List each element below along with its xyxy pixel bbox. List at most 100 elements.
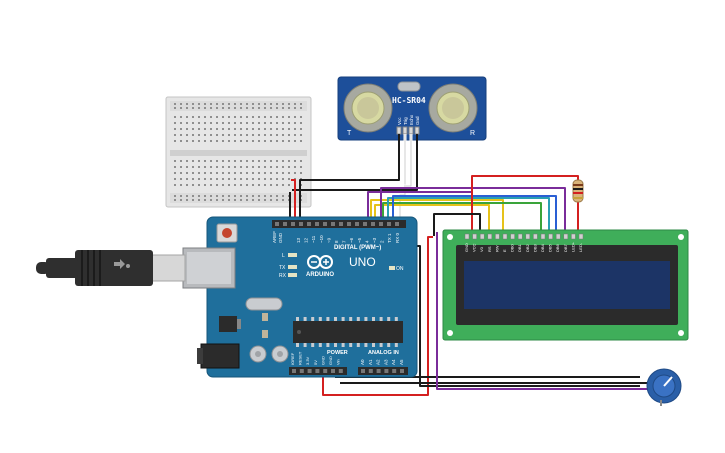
sensor-pin-label: Trig bbox=[403, 117, 408, 125]
digital-pin-socket[interactable] bbox=[307, 222, 311, 226]
lcd-pin-label: LED+ bbox=[570, 241, 575, 252]
power-pin-label: 3.3V bbox=[305, 356, 310, 365]
lcd-pin[interactable] bbox=[571, 233, 576, 240]
digital-pin-socket[interactable] bbox=[371, 222, 375, 226]
digital-pin-label: ~11 bbox=[311, 235, 316, 243]
wire-d5-orange bbox=[374, 204, 490, 236]
digital-pin-label: 13 bbox=[296, 237, 301, 243]
lcd-pin-label: DB7 bbox=[563, 243, 568, 252]
lcd-pin-label: GND bbox=[464, 243, 469, 252]
gnd-label: GND bbox=[278, 232, 283, 243]
lcd-pin[interactable] bbox=[479, 233, 485, 240]
microcontroller-chip bbox=[293, 321, 403, 343]
digital-pin-socket[interactable] bbox=[275, 222, 279, 226]
digital-pins[interactable] bbox=[275, 222, 399, 226]
lcd-pin-label: DB6 bbox=[555, 243, 560, 252]
digital-pin-socket[interactable] bbox=[291, 222, 295, 226]
digital-pin-socket[interactable] bbox=[299, 222, 303, 226]
wire-d11-yellow bbox=[370, 199, 504, 236]
lcd-pin[interactable] bbox=[472, 233, 477, 240]
breadboard[interactable] bbox=[165, 96, 312, 208]
power-pin-label: IOREF bbox=[290, 352, 295, 365]
digital-pin-socket[interactable] bbox=[347, 222, 351, 226]
lcd-pin[interactable] bbox=[517, 233, 523, 240]
digital-pin-label: TX 1 bbox=[387, 233, 392, 243]
digital-pin-label: 12 bbox=[304, 237, 309, 243]
wire-5v-red bbox=[291, 179, 296, 223]
lcd-screen bbox=[464, 261, 670, 309]
lcd-pin-label: DB1 bbox=[517, 243, 522, 252]
lcd-pin[interactable] bbox=[548, 233, 553, 240]
sensor-model-label: HC-SR04 bbox=[392, 96, 426, 105]
lcd-pin[interactable] bbox=[540, 233, 546, 240]
analog-pin-label: A5 bbox=[399, 359, 404, 365]
lcd-pin[interactable] bbox=[555, 233, 561, 240]
lcd-pin[interactable] bbox=[533, 233, 538, 240]
analog-pin-label: A0 bbox=[360, 359, 365, 365]
arduino-model-label: UNO bbox=[349, 255, 376, 269]
lcd-pin[interactable] bbox=[563, 233, 569, 240]
digital-pin-label: RX 0 bbox=[395, 232, 400, 243]
lcd-pin[interactable] bbox=[487, 233, 493, 240]
digital-pin-label: ~10 bbox=[319, 235, 324, 243]
digital-label: DIGITAL (PWM~) bbox=[334, 245, 381, 251]
sensor-pin-label: Gnd bbox=[415, 116, 420, 125]
wire-lcd-led-red bbox=[471, 175, 579, 236]
lcd-pin-header[interactable] bbox=[464, 233, 584, 240]
analog-pin-label: A2 bbox=[376, 359, 381, 365]
sensor-pin-label: Echo bbox=[409, 114, 414, 125]
lcd-pin[interactable] bbox=[464, 233, 470, 240]
power-pin-label: GND bbox=[328, 356, 333, 365]
wire-pot-wiper bbox=[436, 232, 648, 390]
digital-pin-socket[interactable] bbox=[323, 222, 327, 226]
digital-pin-label: 7 bbox=[342, 240, 347, 243]
digital-pin-socket[interactable] bbox=[355, 222, 359, 226]
potentiometer-icon[interactable] bbox=[646, 368, 682, 406]
digital-pin-label: ~3 bbox=[372, 237, 377, 243]
digital-pin-label: ~5 bbox=[357, 237, 362, 243]
digital-pin-label: 2 bbox=[380, 240, 385, 243]
crystal bbox=[245, 297, 283, 311]
sensor-t-mark: T bbox=[347, 130, 352, 137]
lcd-pin[interactable] bbox=[495, 233, 500, 240]
lcd-pin-label: V0 bbox=[479, 246, 484, 252]
digital-pin-socket[interactable] bbox=[331, 222, 335, 226]
lcd-pin[interactable] bbox=[510, 233, 515, 240]
lcd-pin-label: RW bbox=[494, 245, 499, 252]
lcd-pin-label: VCC bbox=[472, 243, 477, 252]
analog-pin-label: A3 bbox=[383, 359, 388, 365]
lcd-pin-label: DB0 bbox=[510, 243, 515, 252]
wire-d3-teal bbox=[387, 197, 550, 236]
digital-pin-socket[interactable] bbox=[387, 222, 391, 226]
digital-pin-socket[interactable] bbox=[283, 222, 287, 226]
lcd-pin[interactable] bbox=[502, 233, 508, 240]
power-jack-icon[interactable] bbox=[197, 343, 240, 369]
digital-pin-socket[interactable] bbox=[363, 222, 367, 226]
lcd-pin-label: LED- bbox=[578, 242, 583, 252]
lcd-pin[interactable] bbox=[578, 233, 584, 240]
digital-pin-socket[interactable] bbox=[379, 222, 383, 226]
analog-pin-label: A1 bbox=[368, 359, 373, 365]
digital-pin-socket[interactable] bbox=[339, 222, 343, 226]
lcd-pin[interactable] bbox=[525, 233, 531, 240]
wire-d4-green bbox=[382, 202, 542, 236]
resistor-icon[interactable] bbox=[572, 179, 584, 203]
power-pin-label: Vin bbox=[336, 359, 341, 365]
wire-lcd-black bbox=[433, 213, 481, 236]
digital-pin-label: 4 bbox=[364, 240, 369, 243]
sensor-r-mark: R bbox=[470, 130, 475, 137]
digital-pin-label: ~9 bbox=[326, 237, 331, 243]
digital-pin-socket[interactable] bbox=[395, 222, 399, 226]
analog-header[interactable] bbox=[358, 367, 408, 375]
digital-pin-socket[interactable] bbox=[315, 222, 319, 226]
arduino-logo-icon bbox=[307, 255, 333, 269]
led-l-label: L bbox=[282, 253, 285, 259]
